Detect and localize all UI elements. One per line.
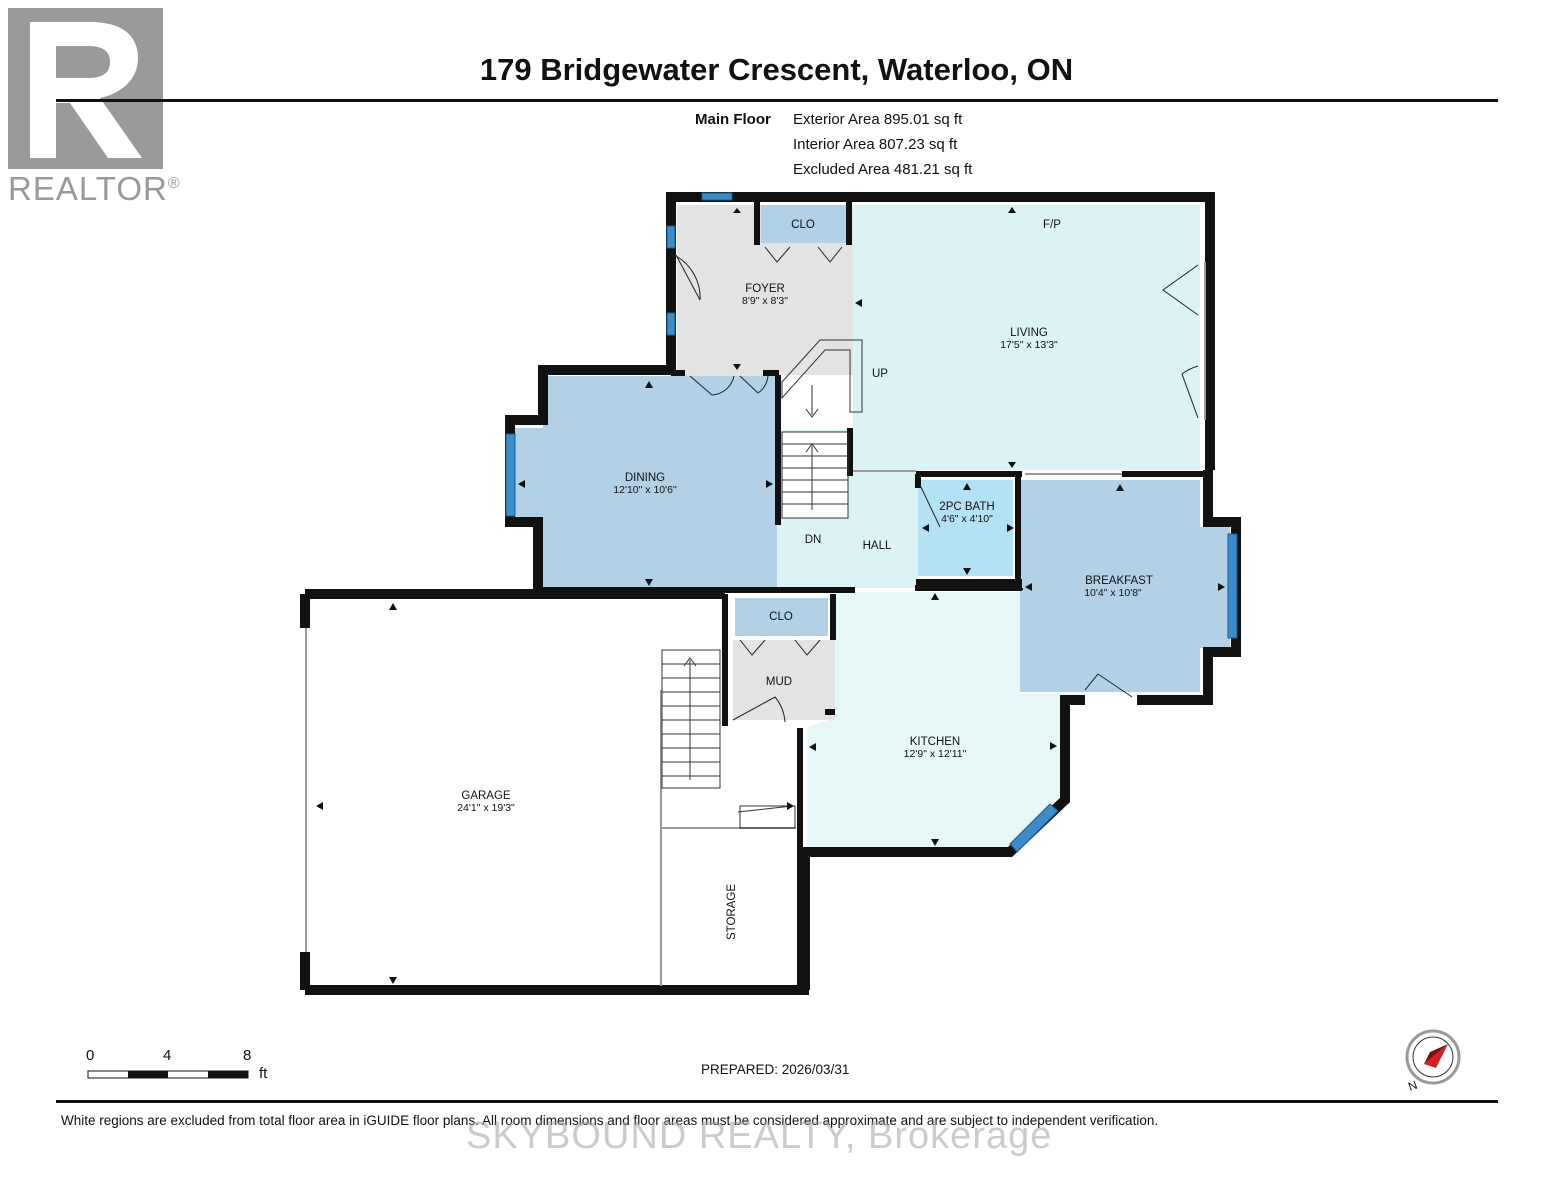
door-living-patio (1181, 365, 1199, 419)
foyer-label: FOYER (745, 283, 785, 295)
wall-east (1137, 470, 1241, 705)
compass-icon: N (1405, 1029, 1461, 1094)
bath-dims: 4'6" x 4'10" (941, 513, 993, 525)
bath-fill (918, 480, 1013, 576)
closet-mud-fill (735, 598, 828, 636)
window-foyer-top (701, 192, 733, 201)
exterior-area: Exterior Area 895.01 sq ft (793, 111, 963, 128)
bath-label: 2PC BATH (939, 501, 994, 513)
scale-tick-8: 8 (243, 1047, 252, 1064)
door-dining-right (739, 375, 769, 394)
window-foyer-west-b (666, 312, 676, 336)
page-title: 179 Bridgewater Crescent, Waterloo, ON (479, 52, 1074, 87)
excluded-area: Excluded Area 481.21 sq ft (793, 161, 973, 178)
storage-label: STORAGE (726, 884, 738, 940)
door-dining-left (689, 375, 735, 396)
fireplace-label: F/P (1043, 219, 1061, 231)
kitchen-dims: 12'9" x 12'11" (904, 748, 967, 760)
dining-label: DINING (625, 472, 665, 484)
breakfast-label: BREAKFAST (1085, 575, 1153, 587)
header-divider (56, 99, 1498, 102)
living-room-fill (853, 205, 1200, 470)
stairs-up (781, 431, 849, 519)
footer-divider (56, 1100, 1498, 1103)
kitchen-label: KITCHEN (910, 736, 960, 748)
garage-label: GARAGE (461, 790, 511, 802)
hall-label: HALL (863, 540, 892, 552)
door-front (675, 254, 701, 301)
mud-label: MUD (766, 676, 792, 688)
dining-dims: 12'10" x 10'6" (613, 484, 677, 496)
scale-unit: ft (259, 1065, 268, 1082)
wall-top (505, 192, 676, 590)
door-living-east (1162, 264, 1199, 316)
kitchen-fill (807, 592, 1060, 850)
floor-name: Main Floor (695, 111, 771, 128)
interior-area: Interior Area 807.23 sq ft (793, 136, 958, 153)
breakfast-dims: 10'4" x 10'8" (1084, 587, 1142, 599)
living-label: LIVING (1010, 327, 1048, 339)
stairs-garage (661, 649, 721, 789)
breakfast-fill (1020, 480, 1230, 692)
closet-top-fill (761, 205, 847, 243)
window-breakfast (1227, 533, 1238, 639)
scale-tick-0: 0 (86, 1047, 95, 1064)
mud-fill (733, 640, 835, 720)
living-dims: 17'5" x 13'3" (1000, 339, 1058, 351)
garage-fill (311, 598, 721, 986)
closet-mud-label: CLO (769, 611, 793, 623)
scale-bar (87, 1070, 249, 1079)
disclaimer-text: White regions are excluded from total fl… (61, 1113, 1159, 1128)
window-foyer-west-a (666, 225, 676, 249)
dining-room-fill (515, 376, 777, 588)
door-closet-mud (739, 639, 821, 656)
stairs-down-label: DN (805, 534, 822, 546)
stairs-winder (781, 339, 863, 413)
scale-tick-4: 4 (163, 1047, 172, 1064)
window-dining (505, 433, 516, 517)
compass-north-label: N (1406, 1078, 1419, 1094)
realtor-logo-text: REALTOR® (8, 170, 181, 207)
brokerage-watermark: SKYBOUND REALTY, Brokerage (466, 1115, 1053, 1157)
closet-top-label: CLO (791, 219, 815, 231)
door-closet-top (764, 246, 843, 263)
foyer-dims: 8'9" x 8'3" (742, 295, 788, 307)
window-kitchen (1009, 803, 1059, 853)
stairs-up-label: UP (872, 368, 888, 380)
door-bath (919, 484, 941, 528)
realtor-logo-mark (8, 8, 163, 169)
door-mud (732, 696, 786, 723)
garage-dims: 24'1" x 19'3" (457, 802, 515, 814)
door-breakfast (1084, 673, 1133, 698)
foyer-fill (677, 205, 853, 430)
stair-fill (782, 432, 848, 518)
prepared-date: PREPARED: 2026/03/31 (701, 1062, 850, 1077)
